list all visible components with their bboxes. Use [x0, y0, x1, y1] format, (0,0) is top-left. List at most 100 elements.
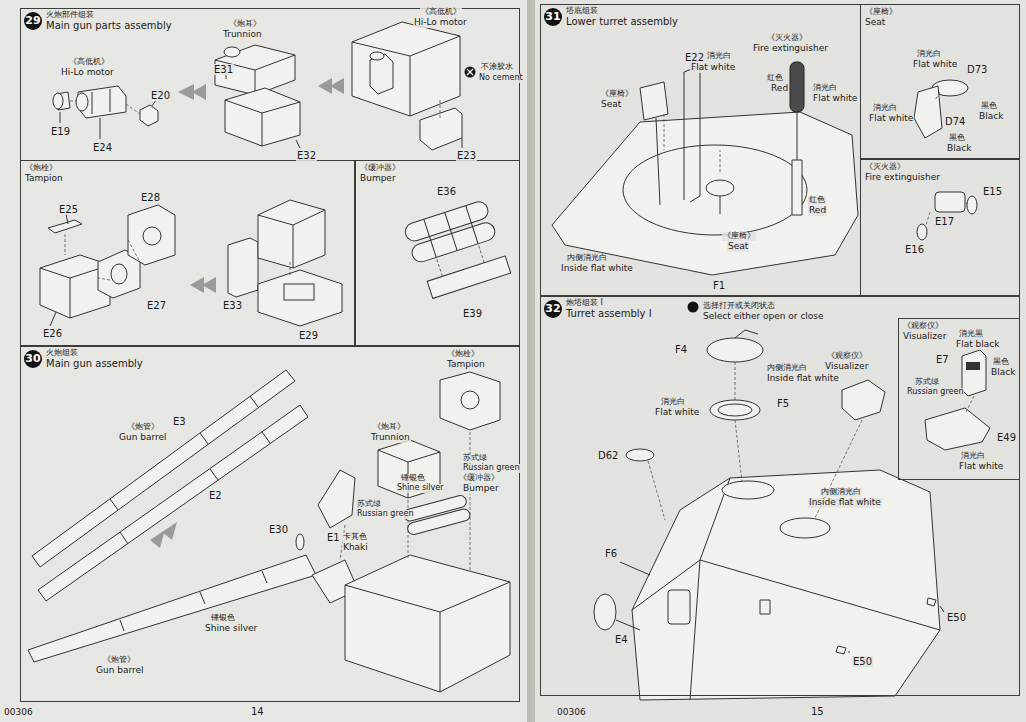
turret-body — [626, 449, 654, 461]
turret-body — [616, 562, 650, 630]
annotation: Inside flat white — [766, 374, 840, 384]
step-title: 塔底组装 — [566, 6, 598, 15]
no-cement-icon — [467, 69, 473, 75]
part-number: E32 — [296, 150, 317, 161]
annotation: 《炮管》 — [102, 656, 136, 665]
hi-lo-motor-parts — [60, 100, 156, 139]
annotation: 黑色 — [992, 358, 1010, 367]
step-title: 火炮组装 — [46, 348, 78, 357]
part-number: D73 — [966, 64, 988, 75]
annotation: 红色 — [766, 74, 784, 83]
panel-heading: Bumper — [360, 173, 396, 183]
tampion-parts — [65, 234, 140, 280]
no-cement-icon — [465, 67, 476, 78]
annotation: 内侧消光白 — [820, 488, 862, 497]
trunnion-assembly — [318, 22, 462, 150]
part-number: E3 — [172, 416, 187, 427]
turret-floor — [792, 160, 802, 215]
part-number: E26 — [42, 328, 63, 339]
breech-assembly — [406, 508, 471, 536]
annotation: Trunnion — [222, 30, 263, 40]
annotation: Black — [990, 368, 1016, 378]
part-number: E27 — [146, 300, 167, 311]
part-number: E39 — [462, 308, 483, 319]
step-title: Turret assembly I — [566, 308, 652, 320]
annotation: 消光白 — [960, 452, 986, 461]
annotation: 《炮耳》 — [228, 20, 262, 29]
tampion-parts — [190, 277, 216, 293]
annotation: 《炮栓》 — [446, 350, 480, 359]
hi-lo-motor-parts — [70, 101, 140, 114]
annotation: Flat white — [812, 94, 858, 104]
part-number: E29 — [298, 330, 319, 341]
turret-body — [718, 404, 752, 416]
turret-floor — [656, 66, 700, 205]
part-number: E25 — [58, 204, 79, 215]
annotation: 苏式绿 — [462, 454, 488, 463]
hi-lo-motor-parts — [76, 93, 88, 111]
annotation: Flat white — [958, 462, 1004, 472]
gun-barrels — [28, 555, 316, 662]
annotation: 《缓冲器》 — [458, 474, 500, 483]
turret-body — [710, 400, 760, 420]
seat-parts — [914, 80, 968, 138]
bumper-parts — [410, 220, 497, 264]
visualizer-parts — [962, 350, 986, 396]
trunnion-parts — [178, 45, 300, 148]
annotation: 《高低机》 — [420, 8, 462, 17]
trunnion-assembly — [370, 52, 384, 60]
seat-parts — [914, 86, 942, 138]
step-number: 29 — [24, 12, 42, 30]
visualizer-parts — [925, 408, 990, 450]
tampion-assembly — [228, 200, 342, 326]
turret-floor — [552, 112, 858, 275]
turret-floor — [552, 62, 858, 275]
part-number: E20 — [150, 90, 171, 101]
sub-panel: 《炮栓》Tampion — [20, 160, 355, 346]
part-number: F6 — [604, 548, 618, 559]
turret-floor — [790, 62, 804, 112]
part-number: E36 — [436, 186, 457, 197]
annotation: Shine silver — [204, 624, 258, 634]
turret-body — [594, 594, 616, 630]
page-number: 14 — [250, 706, 265, 717]
panel-heading: Fire extinguisher — [865, 172, 940, 182]
part-number: D74 — [944, 116, 966, 127]
part-number: E2 — [208, 490, 223, 501]
annotation: 苏式绿 — [356, 500, 382, 509]
annotation: 红色 — [808, 196, 826, 205]
annotation: 《炮耳》 — [372, 423, 406, 432]
visualizer-parts — [966, 396, 974, 412]
turret-body — [688, 302, 699, 313]
trunnion-assembly — [318, 78, 344, 94]
tampion-assembly — [228, 238, 258, 297]
step-title: Main gun assembly — [46, 358, 143, 370]
turret-body — [842, 380, 885, 420]
paper — [0, 0, 529, 722]
tampion-parts — [40, 205, 216, 326]
annotation: 消光黑 — [958, 330, 984, 339]
turret-floor — [797, 112, 798, 160]
tampion-parts — [111, 264, 127, 284]
part-number: E49 — [996, 432, 1017, 443]
annotation: 《座椅》 — [722, 232, 756, 241]
part-number: F5 — [776, 398, 790, 409]
annotation: Visualizer — [824, 362, 869, 372]
page-number: 00306 — [556, 708, 587, 718]
no-cement-icon — [465, 67, 476, 78]
paper — [527, 0, 535, 722]
annotation: 《灭火器》 — [766, 34, 808, 43]
part-number: E31 — [213, 64, 234, 75]
annotation: Russian green — [462, 464, 520, 473]
turret-floor — [720, 196, 721, 214]
trunnion-parts — [224, 47, 240, 57]
extinguisher-parts — [935, 192, 965, 212]
annotation: 消光白 — [660, 398, 686, 407]
gun-barrels — [28, 370, 316, 662]
annotation: Inside flat white — [560, 264, 634, 274]
part-number: E1 — [326, 532, 341, 543]
breech-assembly — [345, 555, 510, 692]
annotation: 卡其色 — [342, 533, 368, 542]
turret-body — [594, 302, 944, 701]
